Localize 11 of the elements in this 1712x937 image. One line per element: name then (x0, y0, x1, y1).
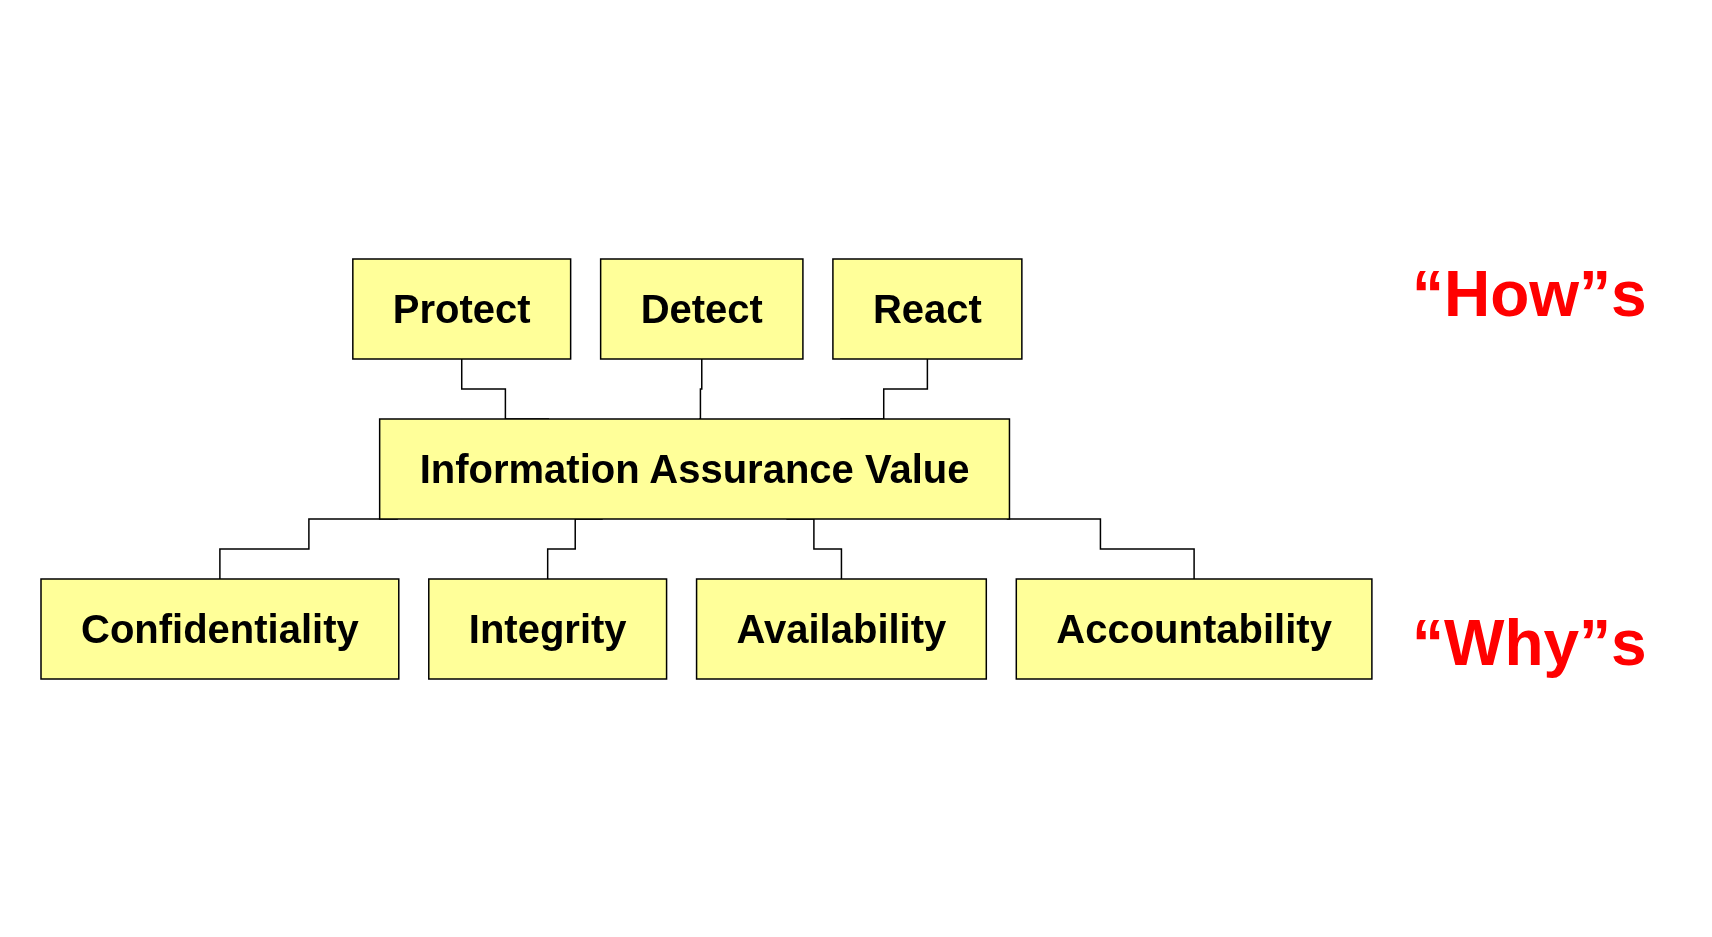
node-box: Information Assurance Value (378, 417, 1010, 520)
node-box: Protect (351, 257, 571, 360)
annotation-text: “How”s (1412, 257, 1647, 332)
node-box: Detect (599, 257, 804, 360)
node-box: Accountability (1015, 577, 1373, 680)
connector (697, 357, 703, 420)
node-box: React (831, 257, 1023, 360)
node-box: Confidentiality (39, 577, 400, 680)
node-box: Availability (695, 577, 987, 680)
annotation-text: “Why”s (1412, 605, 1647, 680)
node-box: Integrity (427, 577, 667, 680)
